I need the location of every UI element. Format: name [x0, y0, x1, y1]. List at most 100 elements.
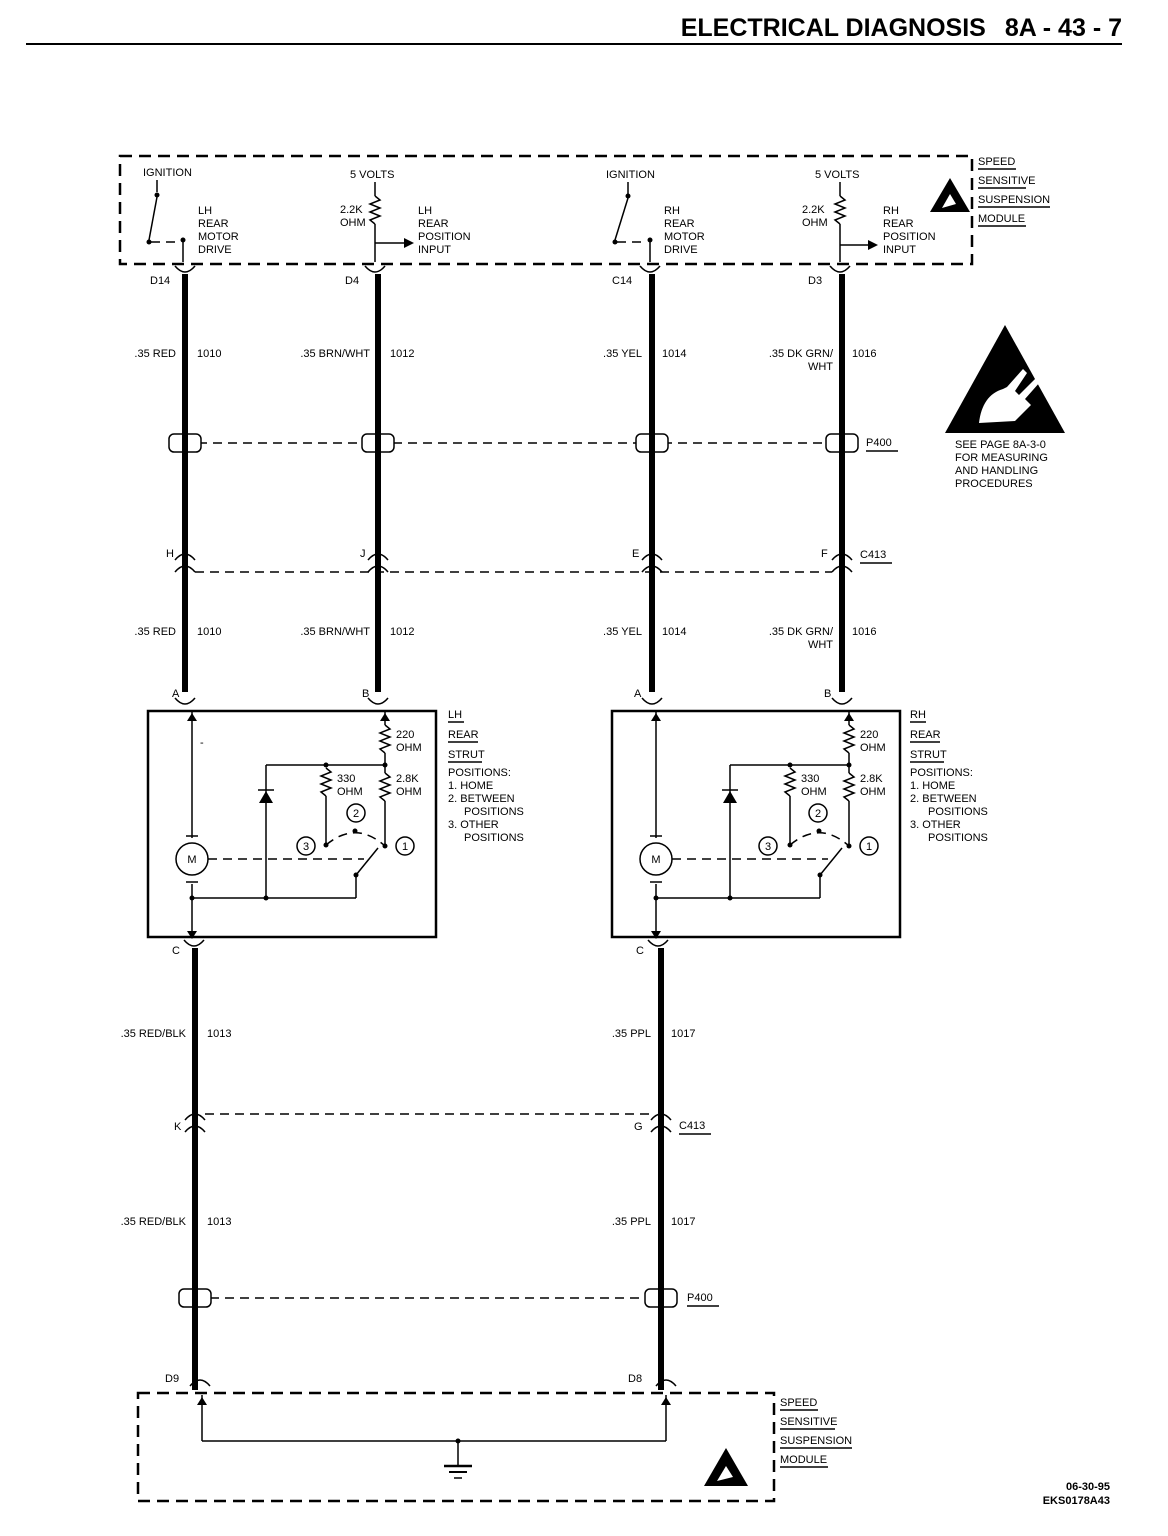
- page-header: ELECTRICAL DIAGNOSIS 8A - 43 - 7: [26, 14, 1122, 45]
- esd-note: SEE PAGE 8A-3-0 FOR MEASURING AND HANDLI…: [945, 325, 1065, 490]
- rh-position-input: 5 VOLTS 2.2K OHM RH REAR POSITION INPUT: [802, 169, 936, 262]
- svg-text:SPEED: SPEED: [780, 1397, 817, 1409]
- lower-wire-labels-1: .35 RED/BLK 1013 .35 PPL 1017: [121, 1028, 696, 1040]
- svg-text:D9: D9: [165, 1373, 179, 1385]
- svg-text:2.2K: 2.2K: [340, 204, 363, 216]
- upper-wire-labels-2: .35 RED 1010 .35 BRN/WHT 1012 .35 YEL 10…: [134, 626, 876, 651]
- svg-text:SPEED: SPEED: [978, 156, 1015, 168]
- svg-text:WHT: WHT: [808, 361, 833, 373]
- svg-text:.35 YEL: .35 YEL: [603, 626, 642, 638]
- upper-wire-labels-1: .35 RED 1010 .35 BRN/WHT 1012 .35 YEL 10…: [134, 348, 876, 373]
- svg-text:REAR: REAR: [910, 729, 941, 741]
- svg-text:1017: 1017: [671, 1216, 695, 1228]
- svg-text:B: B: [362, 688, 369, 700]
- svg-text:INPUT: INPUT: [418, 244, 451, 256]
- svg-text:RH: RH: [883, 205, 899, 217]
- svg-text:PROCEDURES: PROCEDURES: [955, 478, 1033, 490]
- rh-ignition-label: IGNITION: [606, 169, 655, 181]
- svg-text:A: A: [172, 688, 180, 700]
- svg-text:D14: D14: [150, 275, 170, 287]
- bottom-module-pin-arcs: [189, 1379, 677, 1387]
- svg-text:.35 BRN/WHT: .35 BRN/WHT: [300, 626, 370, 638]
- strut-top-pin-arcs: [174, 697, 853, 705]
- svg-text:1016: 1016: [852, 348, 876, 360]
- svg-text:.35 PPL: .35 PPL: [612, 1216, 651, 1228]
- svg-text:SEE PAGE 8A-3-0: SEE PAGE 8A-3-0: [955, 439, 1046, 451]
- svg-text:REAR: REAR: [883, 218, 914, 230]
- svg-text:1013: 1013: [207, 1028, 231, 1040]
- svg-text:POSITIONS: POSITIONS: [464, 832, 524, 844]
- svg-text:2. BETWEEN: 2. BETWEEN: [910, 793, 977, 805]
- svg-text:P400: P400: [687, 1292, 713, 1304]
- svg-text:LH: LH: [198, 205, 212, 217]
- svg-text:H: H: [166, 548, 174, 560]
- svg-text:3. OTHER: 3. OTHER: [910, 819, 961, 831]
- svg-text:POSITIONS:: POSITIONS:: [910, 767, 973, 779]
- svg-text:A: A: [634, 688, 642, 700]
- esd-warning-icon: [930, 178, 970, 212]
- svg-text:-: -: [200, 737, 204, 749]
- svg-text:F: F: [821, 548, 828, 560]
- top-pin-labels: D14 D4 C14 D3: [150, 275, 822, 287]
- svg-text:POSITION: POSITION: [883, 231, 936, 243]
- svg-text:3: 3: [765, 841, 771, 853]
- svg-text:220: 220: [860, 729, 878, 741]
- svg-text:MOTOR: MOTOR: [664, 231, 705, 243]
- svg-text:.35 BRN/WHT: .35 BRN/WHT: [300, 348, 370, 360]
- rh-motor-drive-label: RH REAR MOTOR DRIVE: [664, 205, 705, 256]
- svg-text:2.8K: 2.8K: [860, 773, 883, 785]
- svg-text:POSITIONS: POSITIONS: [928, 806, 988, 818]
- svg-text:1016: 1016: [852, 626, 876, 638]
- svg-text:5 VOLTS: 5 VOLTS: [350, 169, 394, 181]
- svg-text:C: C: [636, 945, 644, 957]
- svg-text:J: J: [360, 548, 366, 560]
- svg-text:MODULE: MODULE: [780, 1454, 827, 1466]
- strut-bottom-pins: C C: [172, 945, 644, 957]
- svg-text:2.2K: 2.2K: [802, 204, 825, 216]
- svg-text:LH: LH: [448, 709, 462, 721]
- esd-hand-icon: [945, 325, 1065, 433]
- svg-text:C413: C413: [679, 1120, 705, 1132]
- svg-text:D8: D8: [628, 1373, 642, 1385]
- strut-bottom-pin-arcs: [183, 939, 669, 947]
- p400-lower-connector: P400: [178, 1287, 719, 1309]
- svg-text:OHM: OHM: [396, 786, 422, 798]
- svg-text:OHM: OHM: [860, 742, 886, 754]
- svg-text:LH: LH: [418, 205, 432, 217]
- lower-wire-labels-2: .35 RED/BLK 1013 .35 PPL 1017: [121, 1216, 696, 1228]
- lh-strut-title: LH REAR STRUT POSITIONS: 1. HOME 2. BETW…: [448, 709, 524, 844]
- p400-upper-connector: P400: [168, 432, 898, 454]
- svg-text:REAR: REAR: [448, 729, 479, 741]
- svg-text:MODULE: MODULE: [978, 213, 1025, 225]
- svg-text:3. OTHER: 3. OTHER: [448, 819, 499, 831]
- lh-position-markers: 2 3 1: [296, 803, 415, 856]
- svg-text:SENSITIVE: SENSITIVE: [978, 175, 1035, 187]
- svg-text:RH: RH: [910, 709, 926, 721]
- svg-text:.35 DK GRN/: .35 DK GRN/: [769, 626, 834, 638]
- bottom-module-name: SPEED SENSITIVE SUSPENSION MODULE: [780, 1397, 852, 1468]
- svg-text:.35 PPL: .35 PPL: [612, 1028, 651, 1040]
- lh-position-input: 5 VOLTS 2.2K OHM LH REAR POSITION INPUT: [340, 169, 471, 262]
- svg-text:C14: C14: [612, 275, 632, 287]
- footer-code: EKS0178A43: [1043, 1495, 1110, 1507]
- svg-text:D3: D3: [808, 275, 822, 287]
- svg-text:POSITIONS: POSITIONS: [464, 806, 524, 818]
- svg-text:220: 220: [396, 729, 414, 741]
- svg-text:1012: 1012: [390, 348, 414, 360]
- svg-text:.35 DK GRN/: .35 DK GRN/: [769, 348, 834, 360]
- svg-text:K: K: [174, 1121, 182, 1133]
- svg-text:2. BETWEEN: 2. BETWEEN: [448, 793, 515, 805]
- svg-text:3: 3: [303, 841, 309, 853]
- svg-text:POSITIONS: POSITIONS: [928, 832, 988, 844]
- lh-rear-strut: - M 220 OHM 330 OHM: [146, 709, 524, 939]
- rh-motor-icon: M: [639, 835, 673, 883]
- svg-text:STRUT: STRUT: [910, 749, 947, 761]
- svg-text:1: 1: [402, 841, 408, 853]
- page-footer: 06-30-95 EKS0178A43: [1043, 1481, 1110, 1507]
- svg-text:1010: 1010: [197, 626, 221, 638]
- svg-text:SUSPENSION: SUSPENSION: [780, 1435, 852, 1447]
- ground-icon: [444, 1441, 472, 1479]
- svg-text:1. HOME: 1. HOME: [910, 780, 955, 792]
- rh-position-markers: 2 3 1: [758, 803, 879, 856]
